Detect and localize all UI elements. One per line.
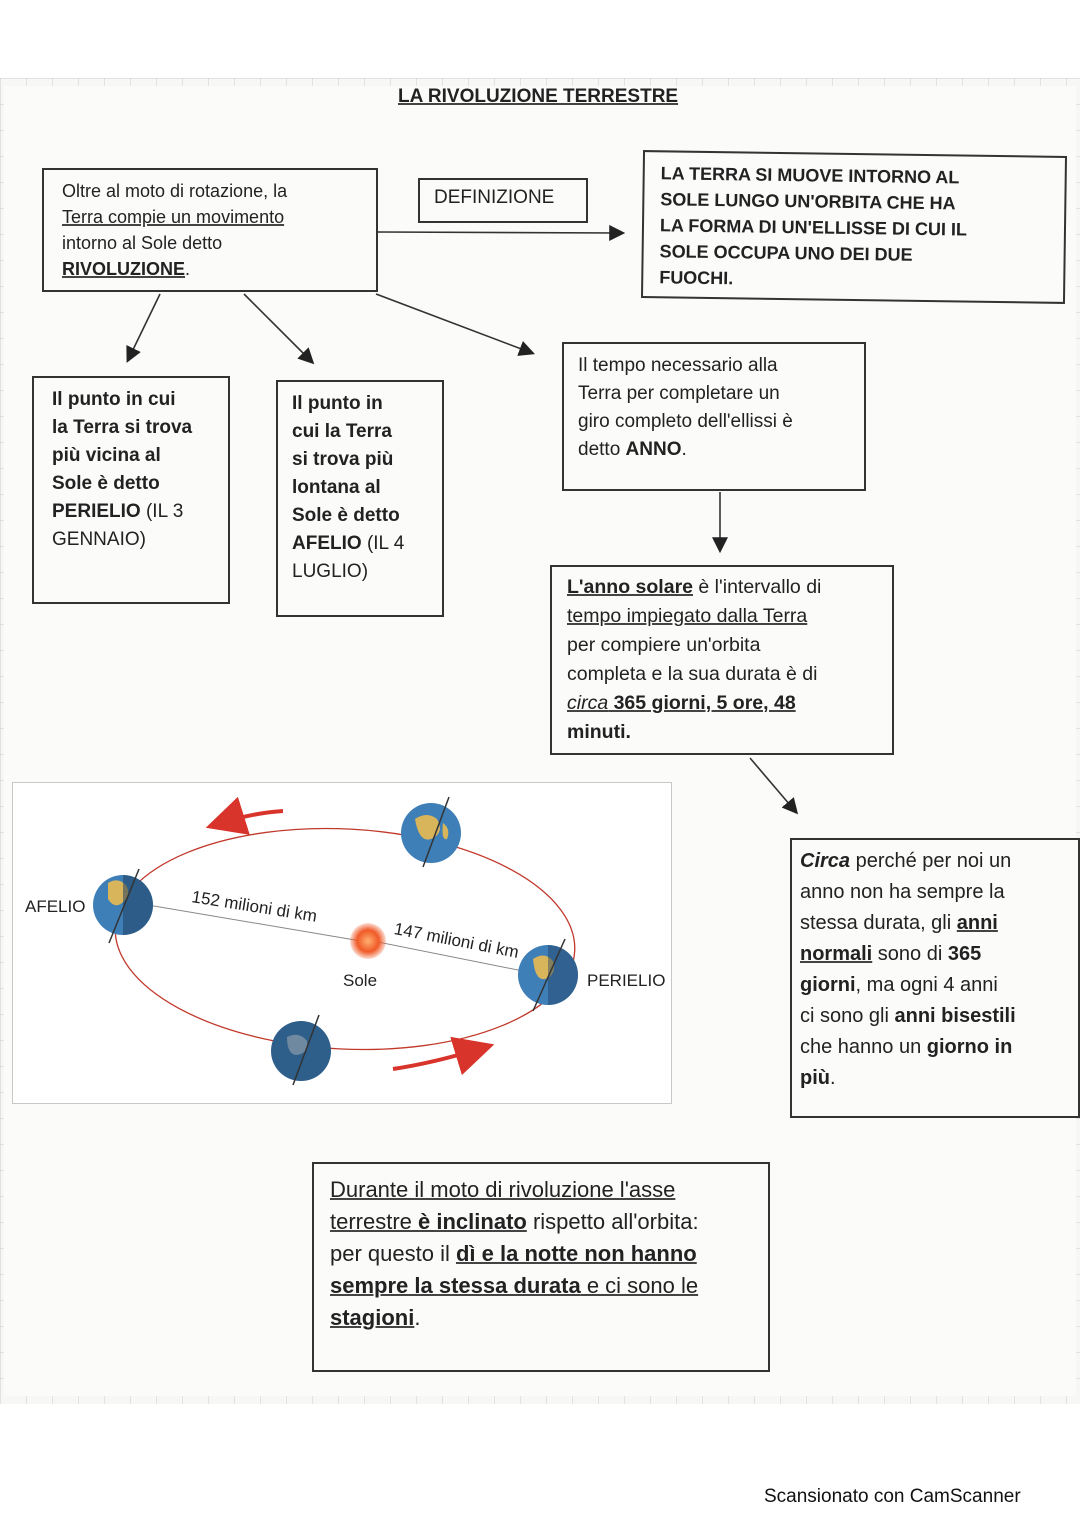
orbit-ellipse <box>114 827 576 1051</box>
afelio-line-3: si trova più <box>292 449 394 470</box>
afelio-line-1: Il punto in <box>292 393 383 414</box>
solare-line-6: minuti. <box>567 721 631 743</box>
anno-keyword: ANNO <box>625 439 682 460</box>
circa-line-1-rest: perché per noi un <box>850 850 1012 872</box>
intro-keyword: RIVOLUZIONE <box>62 259 186 279</box>
anno-solare-keyword: L'anno solare <box>567 576 693 598</box>
afelio-box: Il punto in cui la Terra si trova più lo… <box>276 380 444 617</box>
solare-line-2: tempo impiegato dalla Terra <box>567 605 808 627</box>
anno-line-4-end: . <box>681 439 687 460</box>
earth-bottom-icon <box>271 1014 331 1086</box>
afelio-line-4: lontana al <box>292 477 381 498</box>
arrow-to-circa <box>749 757 799 815</box>
afelio-keyword: AFELIO <box>292 533 362 554</box>
intro-line-2: Terra compie un movimento <box>62 207 285 227</box>
afelio-line-5: Sole è detto <box>292 505 400 526</box>
solare-line-4: completa e la sua durata è di <box>567 663 818 685</box>
circa-giorni: giorni <box>800 974 856 996</box>
asse-line-5-end: . <box>414 1305 421 1330</box>
direction-arrow-bottom <box>392 1036 495 1076</box>
circa-line-7-start: che hanno un <box>800 1036 927 1058</box>
circa-line-6-start: ci sono gli <box>800 1005 895 1027</box>
perielio-line-2: la Terra si trova <box>52 417 193 438</box>
asse-line-2-start: terrestre <box>330 1209 419 1234</box>
circa-normali: normali <box>800 943 873 965</box>
circa-365: 365 <box>947 943 982 965</box>
asse-inclinato: è inclinato <box>418 1209 527 1234</box>
intro-line-4-end: . <box>185 259 191 279</box>
intro-line-3: intorno al Sole detto <box>62 233 223 253</box>
afelio-line-2: cui la Terra <box>292 421 392 442</box>
arrow-to-anno <box>375 293 535 356</box>
circa-giorno-in: giorno in <box>926 1036 1013 1058</box>
perielio-label: PERIELIO <box>587 971 666 990</box>
earth-perielio-icon <box>518 938 578 1012</box>
definizione-label: DEFINIZIONE <box>434 187 555 208</box>
circa-line-2: anno non ha sempre la <box>800 881 1005 903</box>
perielio-date-start: (IL 3 <box>140 501 184 522</box>
circa-bisestili: anni bisestili <box>894 1005 1016 1027</box>
solare-circa: circa <box>567 692 609 714</box>
anno-solare-box: L'anno solare è l'intervallo di tempo im… <box>550 565 894 755</box>
orbit-illustration <box>93 796 578 1086</box>
perielio-line-6: GENNAIO) <box>52 529 146 550</box>
perielio-line-4: Sole è detto <box>52 473 160 494</box>
circa-box: Circa perché per noi un anno non ha semp… <box>790 838 1080 1118</box>
circa-line-8-end: . <box>830 1067 836 1089</box>
sole-label: Sole <box>343 971 378 990</box>
arrow-to-afelio <box>243 293 315 365</box>
orbit-diagram: AFELIO PERIELIO Sole 152 milioni di km 1… <box>12 782 672 1104</box>
scanner-footer: Scansionato con CamScanner <box>764 1486 1021 1507</box>
asse-line-4-rest: e ci sono le <box>580 1273 699 1298</box>
asse-stessa-durata: sempre la stessa durata <box>330 1273 581 1298</box>
perielio-line-1: Il punto in cui <box>52 389 176 410</box>
anno-line-2: Terra per completare un <box>578 383 780 404</box>
earth-top-icon <box>401 796 461 868</box>
solare-line-1-rest: è l'intervallo di <box>693 576 822 598</box>
solare-line-3: per compiere un'orbita <box>567 634 761 656</box>
asse-line-3-start: per questo il <box>330 1241 456 1266</box>
definizione-label-box: DEFINIZIONE <box>418 178 588 223</box>
anno-line-4-start: detto <box>578 439 626 460</box>
asse-box: Durante il moto di rivoluzione l'asse te… <box>312 1162 770 1372</box>
afelio-date-start: (IL 4 <box>361 533 405 554</box>
circa-anni: anni <box>956 912 998 934</box>
perielio-box: Il punto in cui la Terra si trova più vi… <box>32 376 230 604</box>
solare-duration: 365 giorni, 5 ore, 48 <box>608 692 796 714</box>
sun-icon <box>350 923 386 959</box>
perielio-line-3: più vicina al <box>52 445 161 466</box>
distance-line-near <box>372 940 524 972</box>
intro-line-1: Oltre al moto di rotazione, la <box>62 181 288 201</box>
anno-line-3: giro completo dell'ellissi è <box>578 411 793 432</box>
distance-line-far <box>147 904 362 942</box>
circa-piu: più <box>800 1067 830 1089</box>
afelio-line-7: LUGLIO) <box>292 561 369 582</box>
arrow-to-definition <box>377 224 626 241</box>
asse-di-notte: dì e la notte non hanno <box>455 1241 697 1266</box>
direction-arrow-top <box>205 796 284 835</box>
page-title: LA RIVOLUZIONE TERRESTRE <box>398 86 679 107</box>
asse-line-1: Durante il moto di rivoluzione l'asse <box>330 1177 676 1202</box>
anno-line-1: Il tempo necessario alla <box>578 355 778 376</box>
circa-keyword: Circa <box>800 850 851 872</box>
circa-line-3-start: stessa durata, gli <box>800 912 957 934</box>
circa-line-5-rest: , ma ogni 4 anni <box>855 974 998 996</box>
intro-box: Oltre al moto di rotazione, la Terra com… <box>42 168 378 292</box>
afelio-label: AFELIO <box>25 897 86 916</box>
anno-box: Il tempo necessario alla Terra per compl… <box>562 342 866 491</box>
earth-afelio-icon <box>93 868 153 944</box>
asse-stagioni: stagioni <box>330 1305 415 1330</box>
perielio-keyword: PERIELIO <box>52 501 141 522</box>
asse-line-2-rest: rispetto all'orbita: <box>526 1209 699 1234</box>
circa-line-4-mid: sono di <box>872 943 948 965</box>
arrow-to-perielio <box>126 293 161 363</box>
